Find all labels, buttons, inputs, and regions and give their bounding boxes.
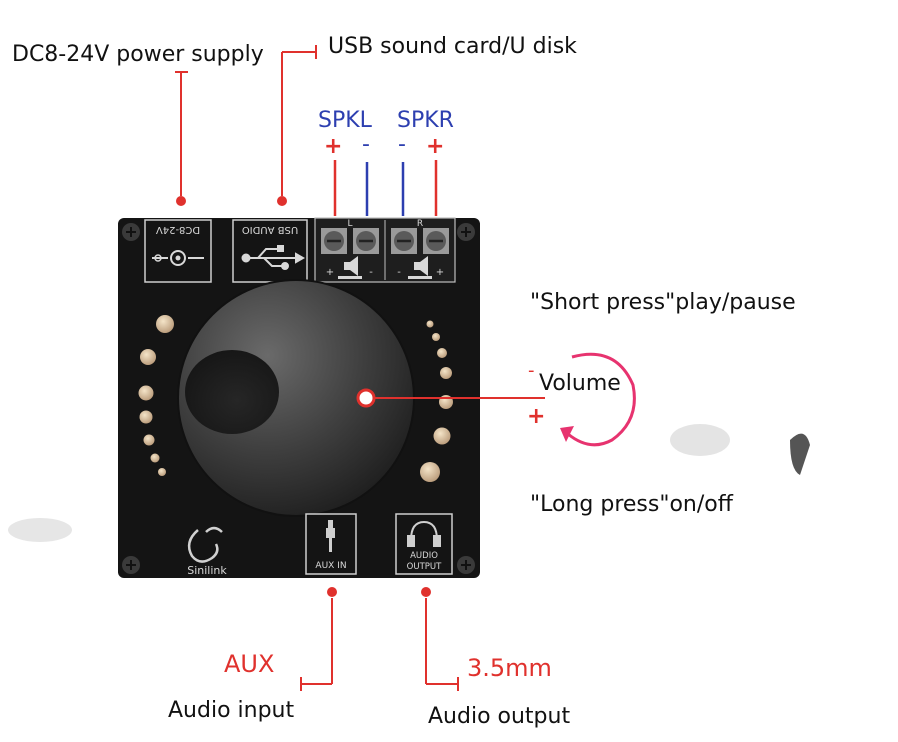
volume-label: Volume (539, 371, 621, 396)
leader-dot (327, 587, 337, 597)
speaker-terminal-block: L R + - - + (314, 217, 456, 283)
background-smudge (670, 424, 730, 456)
headphone-icon (407, 520, 441, 547)
audio-output-label-line1: AUDIO (410, 551, 438, 561)
terminal-plus-left: + (326, 267, 334, 278)
spkr-label: SPKR (397, 108, 454, 133)
spkl-label: SPKL (318, 108, 372, 133)
corner-screw (457, 556, 475, 574)
long-press-label: "Long press"on/off (530, 492, 733, 517)
terminal-minus-right: - (397, 267, 401, 278)
usb-sound-card-label: USB sound card/U disk (328, 34, 577, 59)
volume-plus-sign: + (527, 404, 546, 429)
leader-dot (176, 196, 186, 206)
led-dot (158, 468, 166, 476)
volume-minus-sign: - (528, 360, 535, 381)
terminal-left-label: L (347, 219, 352, 229)
audio-output-port: AUDIO OUTPUT (395, 513, 453, 575)
corner-screw (457, 223, 475, 241)
left-led-indicators (138, 315, 174, 476)
usb-port-label: USB AUDIO (242, 224, 299, 235)
led-dot (140, 349, 156, 365)
corner-screw (122, 556, 140, 574)
knob-marker-dot (356, 388, 376, 408)
short-press-label: "Short press"play/pause (530, 290, 796, 315)
audio-plug-icon (326, 520, 335, 552)
usb-leader-line (281, 45, 317, 196)
dc-port-label: DC8-24V (156, 224, 200, 235)
background-smudge (8, 518, 72, 542)
led-dot (143, 434, 155, 446)
terminal-minus-left: - (369, 267, 373, 278)
spkr-plus-sign: + (426, 134, 445, 159)
terminal-right-label: R (417, 219, 423, 229)
brand-label: Sinilink (187, 564, 227, 577)
sinilink-logo: Sinilink (187, 526, 227, 577)
led-dot (139, 410, 153, 424)
usb-icon (241, 245, 306, 270)
aux-leader-line (300, 598, 333, 691)
power-supply-label: DC8-24V power supply (12, 42, 264, 67)
terminal-screw (353, 228, 379, 254)
led-dot (426, 320, 434, 328)
audio-output-label-line2: OUTPUT (407, 562, 442, 572)
power-leader-line (175, 71, 188, 196)
rotation-arrow-icon (560, 352, 636, 447)
terminal-screw (423, 228, 449, 254)
volume-knob (177, 279, 415, 517)
background-smudge (790, 433, 810, 475)
spkl-plus-sign: + (324, 134, 343, 159)
spkr-minus-sign: - (398, 132, 406, 157)
aux-in-port: AUX IN (305, 513, 357, 575)
led-dot (440, 367, 452, 379)
led-dot (437, 348, 447, 358)
terminal-screw (321, 228, 347, 254)
led-dot (138, 385, 154, 401)
dc-jack-icon (152, 250, 204, 266)
dc-power-port: DC8-24V (144, 219, 212, 283)
led-dot (432, 333, 440, 341)
audio-input-label: Audio input (168, 698, 295, 723)
jack-size-label: 3.5mm (467, 654, 552, 682)
knob-dimple (185, 350, 279, 434)
led-dot (433, 427, 451, 445)
spkl-minus-sign: - (362, 132, 370, 157)
corner-screw (122, 223, 140, 241)
terminal-screw (391, 228, 417, 254)
speaker-icon (408, 256, 432, 279)
leader-dot (421, 587, 431, 597)
output-leader-line (425, 598, 459, 691)
aux-in-label: AUX IN (315, 561, 346, 571)
led-dot (420, 462, 440, 482)
aux-label: AUX (224, 650, 275, 678)
led-dot (156, 315, 174, 333)
audio-output-label: Audio output (428, 704, 571, 729)
led-dot (150, 453, 160, 463)
speaker-icon (338, 256, 362, 279)
leader-dot (277, 196, 287, 206)
terminal-plus-right: + (436, 267, 444, 278)
